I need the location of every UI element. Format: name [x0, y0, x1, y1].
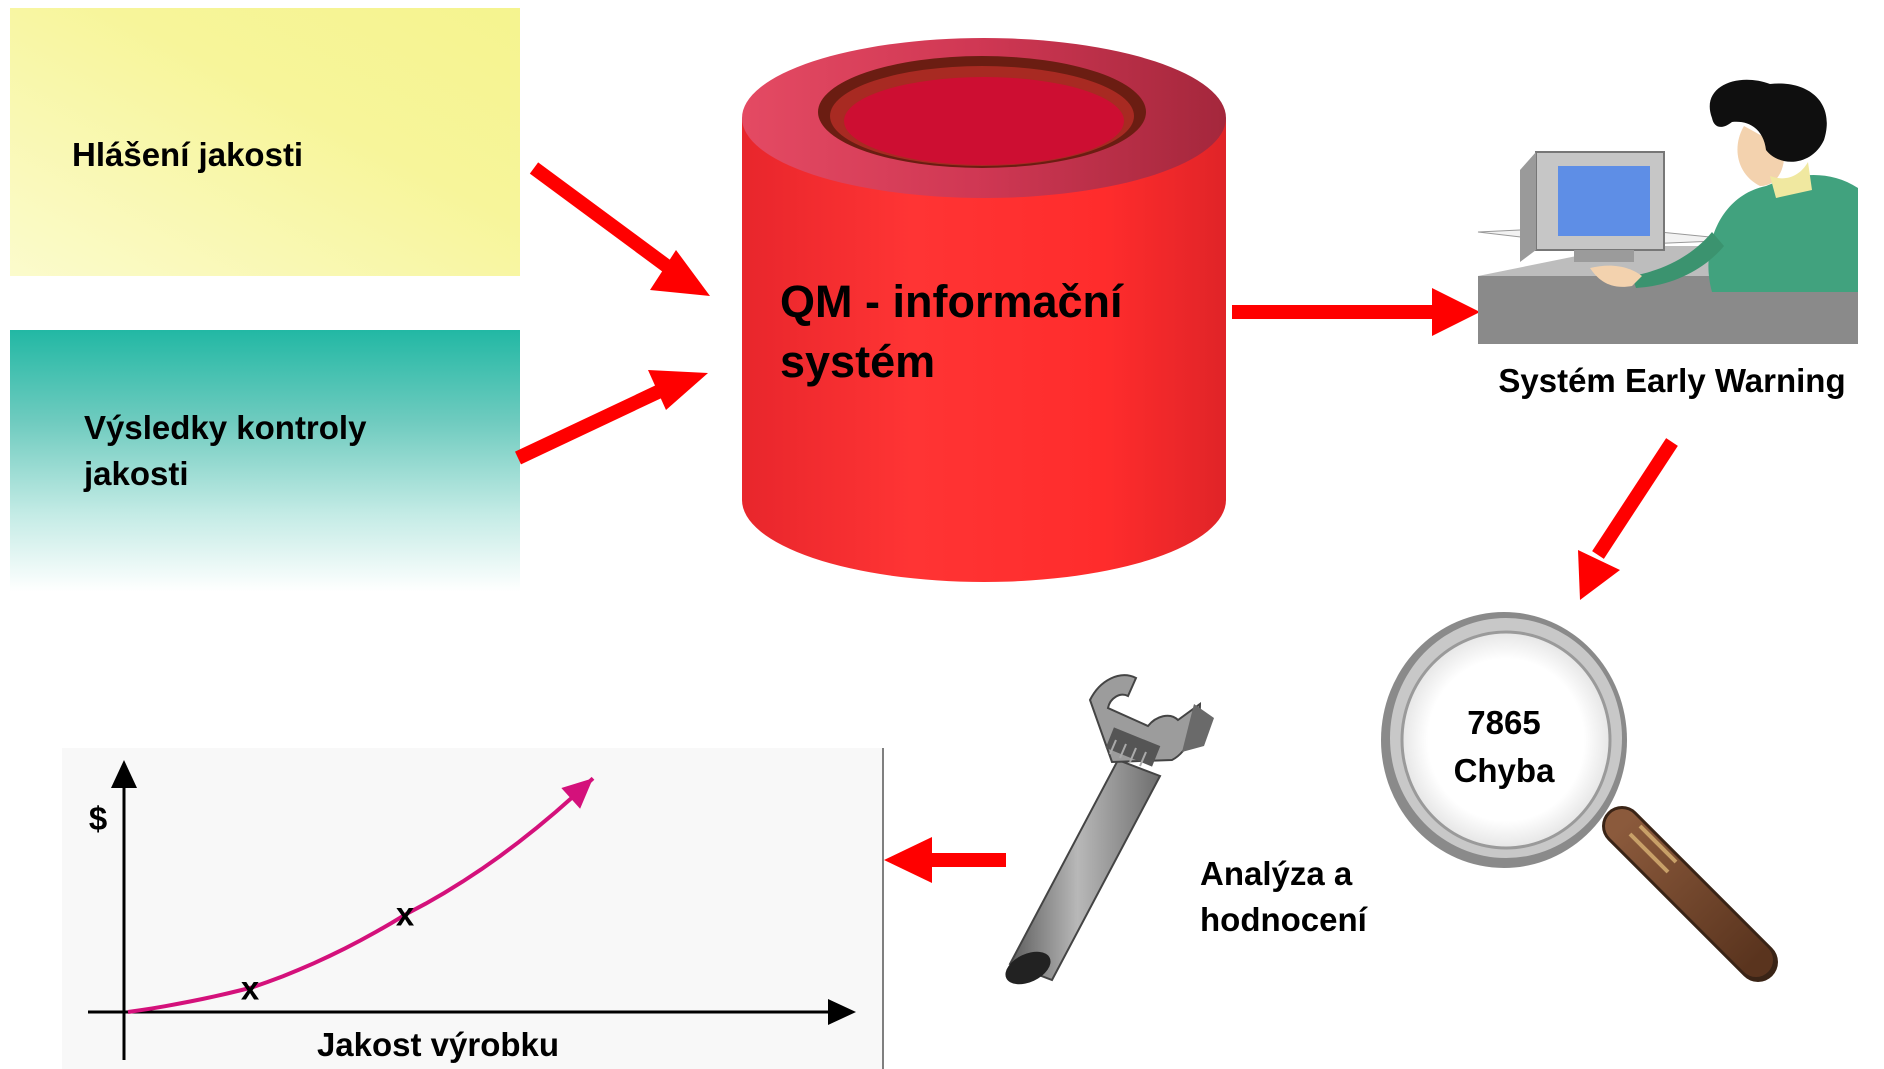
worker-at-computer-icon: [1477, 79, 1858, 344]
inspection-results-label-line1: Výsledky kontroly: [84, 409, 367, 446]
chart-panel: [62, 748, 884, 1069]
database-cylinder: [742, 38, 1226, 582]
error-label: Chyba: [1454, 752, 1556, 789]
y-axis-symbol: $: [89, 800, 107, 837]
analysis-label-line2: hodnocení: [1200, 901, 1367, 938]
data-point-marker-2: x: [396, 896, 415, 933]
inspection-results-label-line2: jakosti: [84, 455, 189, 492]
arrow-inspection-to-database: [515, 370, 708, 465]
chart: xx: [88, 760, 856, 1060]
arrow-reports-to-database: [529, 162, 710, 296]
arrow-database-to-warning: [1232, 288, 1480, 336]
series-arrowhead: [561, 778, 593, 809]
wrench-icon: [1005, 674, 1214, 985]
inspection-results-box: [10, 330, 520, 592]
data-point-marker-1: x: [241, 969, 260, 1006]
error-code-label: 7865: [1467, 704, 1540, 741]
quality-reports-label: Hlášení jakosti: [72, 136, 304, 173]
series-curve: [127, 776, 595, 1014]
x-axis-arrowhead: [828, 999, 856, 1025]
arrow-warning-to-magnifier: [1578, 438, 1678, 600]
database-title-line2: systém: [780, 336, 936, 387]
quality-reports-box: [10, 8, 520, 276]
database-title-line1: QM - informační: [780, 276, 1123, 327]
x-axis-label: Jakost výrobku: [317, 1026, 559, 1063]
arrow-wrench-to-chart: [884, 837, 1006, 883]
analysis-label-line1: Analýza a: [1200, 855, 1353, 892]
y-axis-arrowhead: [111, 760, 137, 788]
magnifying-glass-icon: [1381, 612, 1778, 982]
early-warning-label: Systém Early Warning: [1498, 362, 1845, 399]
